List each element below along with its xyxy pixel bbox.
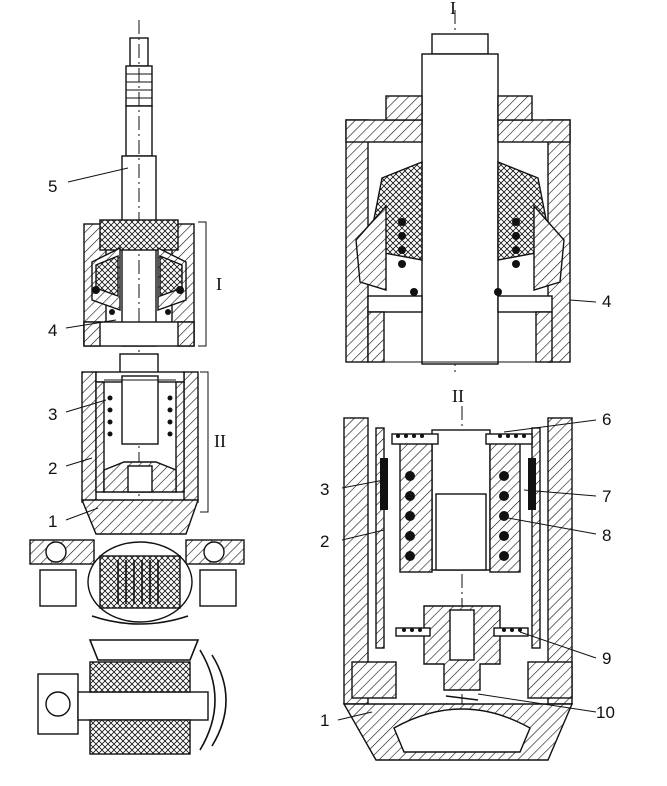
label-8: 8: [602, 526, 611, 545]
section-label-I-left: I: [216, 274, 222, 294]
label-3-right: 3: [320, 480, 329, 499]
piston-spring-coils: [405, 471, 509, 561]
upper-detail-springs: [398, 218, 520, 296]
label-2-right: 2: [320, 532, 329, 551]
section-label-II-right: II: [452, 386, 464, 406]
left-assembly: 5 4 3 2 1 I II: [29, 20, 245, 755]
section-label-I-right: I: [450, 0, 456, 18]
label-3-left: 3: [48, 405, 57, 424]
label-4-seal-left: 4: [48, 321, 57, 340]
valve-springs-II: [396, 434, 526, 438]
bracket-I: [198, 221, 207, 347]
right-detail-I: I 4: [345, 0, 611, 372]
label-6: 6: [602, 410, 611, 429]
piston-rod: [121, 20, 157, 530]
label-4-right: 4: [602, 292, 611, 311]
label-1-right: 1: [320, 711, 329, 730]
bushing-coils: [117, 560, 159, 604]
section-label-II-left: II: [214, 431, 226, 451]
label-10: 10: [596, 703, 615, 722]
label-9: 9: [602, 649, 611, 668]
lower-eye-mount: [29, 539, 245, 625]
bracket-II: [200, 371, 209, 513]
bottom-eye-side-view: [37, 639, 227, 755]
label-2-left: 2: [48, 459, 57, 478]
lower-cylinder: [80, 353, 199, 535]
label-7: 7: [602, 487, 611, 506]
label-5-piston-rod: 5: [48, 177, 57, 196]
right-detail-II: II: [320, 386, 615, 761]
foot-valve-dots: [402, 628, 522, 632]
upper-seal-housing: [83, 219, 195, 347]
compression-spring-left: [107, 395, 173, 437]
label-1-left: 1: [48, 512, 57, 531]
